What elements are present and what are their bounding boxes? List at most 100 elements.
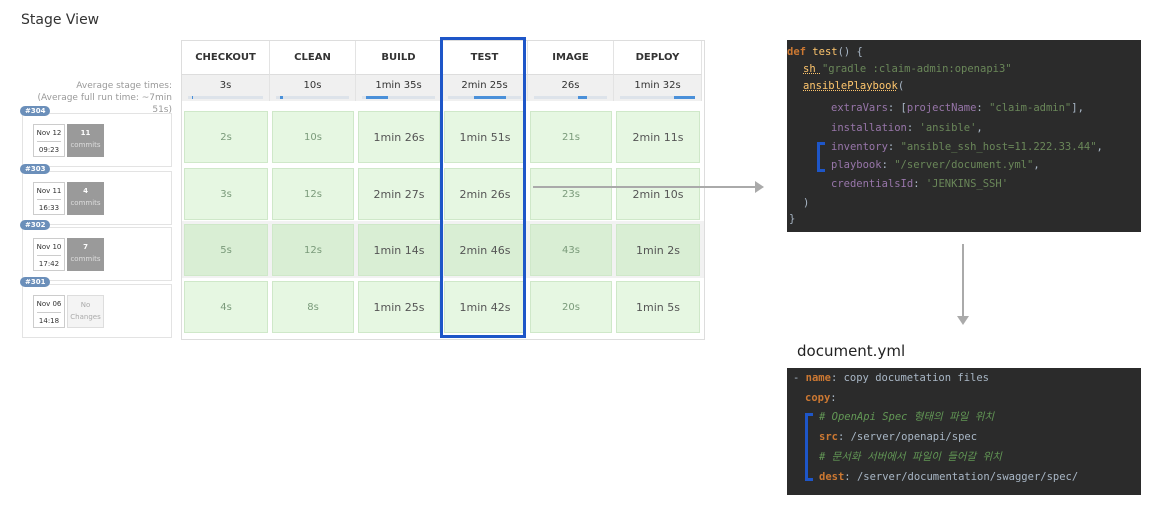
stage-cell-test[interactable]: 1min 51s: [444, 111, 526, 163]
code-line: # OpenApi Spec 형태의 파일 위치: [819, 411, 995, 423]
code-line: credentialsId: 'JENKINS_SSH': [831, 178, 1009, 190]
build-number-badge[interactable]: #303: [20, 164, 51, 174]
arrow-down-head-icon: [957, 316, 969, 325]
build-number-badge[interactable]: #304: [20, 106, 51, 116]
stage-cell-deploy[interactable]: 1min 5s: [616, 281, 700, 333]
stage-cell-test[interactable]: 2min 26s: [444, 168, 526, 220]
build-number-badge[interactable]: #301: [20, 277, 51, 287]
stage-cell-build[interactable]: 1min 14s: [358, 224, 440, 276]
stage-cell-checkout[interactable]: 5s: [184, 224, 268, 276]
average-stage-times-label: Average stage times: (Average full run t…: [22, 80, 173, 116]
build-date-box: Nov 10 17:42: [33, 238, 65, 271]
avg-time-bar-fill: [473, 96, 507, 99]
stage-header-build[interactable]: BUILD: [356, 41, 442, 74]
build-time: 16:33: [38, 204, 60, 212]
avg-time-deploy: 1min 32s: [614, 74, 702, 101]
stage-cell-deploy[interactable]: 2min 11s: [616, 111, 700, 163]
avg-time-value: 1min 35s: [375, 80, 422, 91]
avg-time-value: 10s: [303, 80, 322, 91]
code-line: ): [803, 197, 810, 209]
avg-time-bar-fill: [365, 96, 388, 99]
build-date: Nov 11: [36, 187, 62, 195]
stage-cell-clean[interactable]: 12s: [272, 224, 354, 276]
stage-cell-deploy[interactable]: 2min 10s: [616, 168, 700, 220]
build-date: Nov 10: [36, 243, 62, 251]
commits-count: 7: [83, 243, 88, 251]
stage-cell-clean[interactable]: 8s: [272, 281, 354, 333]
avg-time-checkout: 3s: [182, 74, 270, 101]
commits-badge[interactable]: 4 commits: [67, 182, 104, 215]
document-yml-code-panel: - name: copy documetation files copy: # …: [787, 368, 1141, 495]
commits-count: No: [80, 301, 91, 309]
stage-cell-build[interactable]: 1min 25s: [358, 281, 440, 333]
stage-cell-clean[interactable]: 10s: [272, 111, 354, 163]
stage-header-checkout[interactable]: CHECKOUT: [182, 41, 270, 74]
date-divider: [37, 255, 61, 256]
avg-time-bar: [448, 96, 521, 99]
arrow-right-head-icon: [755, 181, 764, 193]
commits-badge[interactable]: 7 commits: [67, 238, 104, 271]
stage-cell-checkout[interactable]: 3s: [184, 168, 268, 220]
stage-cell-image[interactable]: 23s: [530, 168, 612, 220]
build-number-badge[interactable]: #302: [20, 220, 51, 230]
commits-count: 11: [80, 129, 91, 137]
stage-cell-build[interactable]: 1min 26s: [358, 111, 440, 163]
avg-time-bar: [534, 96, 607, 99]
code-line: # 문서화 서버에서 파일이 들어갈 위치: [819, 451, 1002, 463]
build-time: 14:18: [38, 317, 60, 325]
avg-time-value: 2min 25s: [461, 80, 508, 91]
build-date-box: Nov 11 16:33: [33, 182, 65, 215]
commits-badge[interactable]: 11 commits: [67, 124, 104, 157]
stage-header-deploy[interactable]: DEPLOY: [614, 41, 702, 74]
stage-cell-deploy[interactable]: 1min 2s: [616, 224, 700, 276]
stage-view-title: Stage View: [21, 12, 100, 28]
avg-time-build: 1min 35s: [356, 74, 442, 101]
date-divider: [37, 312, 61, 313]
avg-time-value: 3s: [219, 80, 232, 91]
commits-label: commits: [70, 199, 101, 207]
arrow-right: [533, 186, 757, 188]
stage-header-clean[interactable]: CLEAN: [270, 41, 356, 74]
stage-view-table: CHECKOUT 3s CLEAN 10s BUILD 1min 35s TEST 2min …: [181, 40, 705, 340]
date-divider: [37, 199, 61, 200]
avg-time-test: 2min 25s: [442, 74, 528, 101]
code-line: ansiblePlaybook(: [803, 80, 905, 92]
avg-time-bar: [620, 96, 695, 99]
stage-cell-test[interactable]: 2min 46s: [444, 224, 526, 276]
arrow-down: [962, 244, 964, 316]
avg-time-bar-fill: [191, 96, 194, 99]
avg-time-value: 26s: [561, 80, 580, 91]
stage-header-test[interactable]: TEST: [442, 41, 528, 74]
avg-label-text: Average stage times: (Average full run t…: [37, 81, 173, 115]
stage-cell-clean[interactable]: 12s: [272, 168, 354, 220]
stage-cell-image[interactable]: 20s: [530, 281, 612, 333]
code-bracket-marker: [805, 413, 813, 481]
stage-cell-image[interactable]: 43s: [530, 224, 612, 276]
stage-cell-checkout[interactable]: 2s: [184, 111, 268, 163]
stage-cell-test[interactable]: 1min 42s: [444, 281, 526, 333]
test-column-highlight: [440, 37, 526, 338]
jenkinsfile-code-panel: def test() { sh "gradle :claim-admin:ope…: [787, 40, 1141, 232]
build-time: 17:42: [38, 260, 60, 268]
commits-count: 4: [83, 187, 88, 195]
commits-label: commits: [70, 141, 101, 149]
stage-cell-image[interactable]: 21s: [530, 111, 612, 163]
code-line: installation: 'ansible',: [831, 122, 983, 134]
commits-label: Changes: [70, 313, 101, 321]
stage-header-image[interactable]: IMAGE: [528, 41, 614, 74]
stage-cell-build[interactable]: 2min 27s: [358, 168, 440, 220]
code-line: copy:: [805, 392, 837, 404]
avg-time-bar-fill: [279, 96, 284, 99]
commits-label: commits: [70, 255, 101, 263]
stage-cell-checkout[interactable]: 4s: [184, 281, 268, 333]
avg-time-bar: [188, 96, 263, 99]
date-divider: [37, 141, 61, 142]
code-line: }: [789, 213, 796, 225]
